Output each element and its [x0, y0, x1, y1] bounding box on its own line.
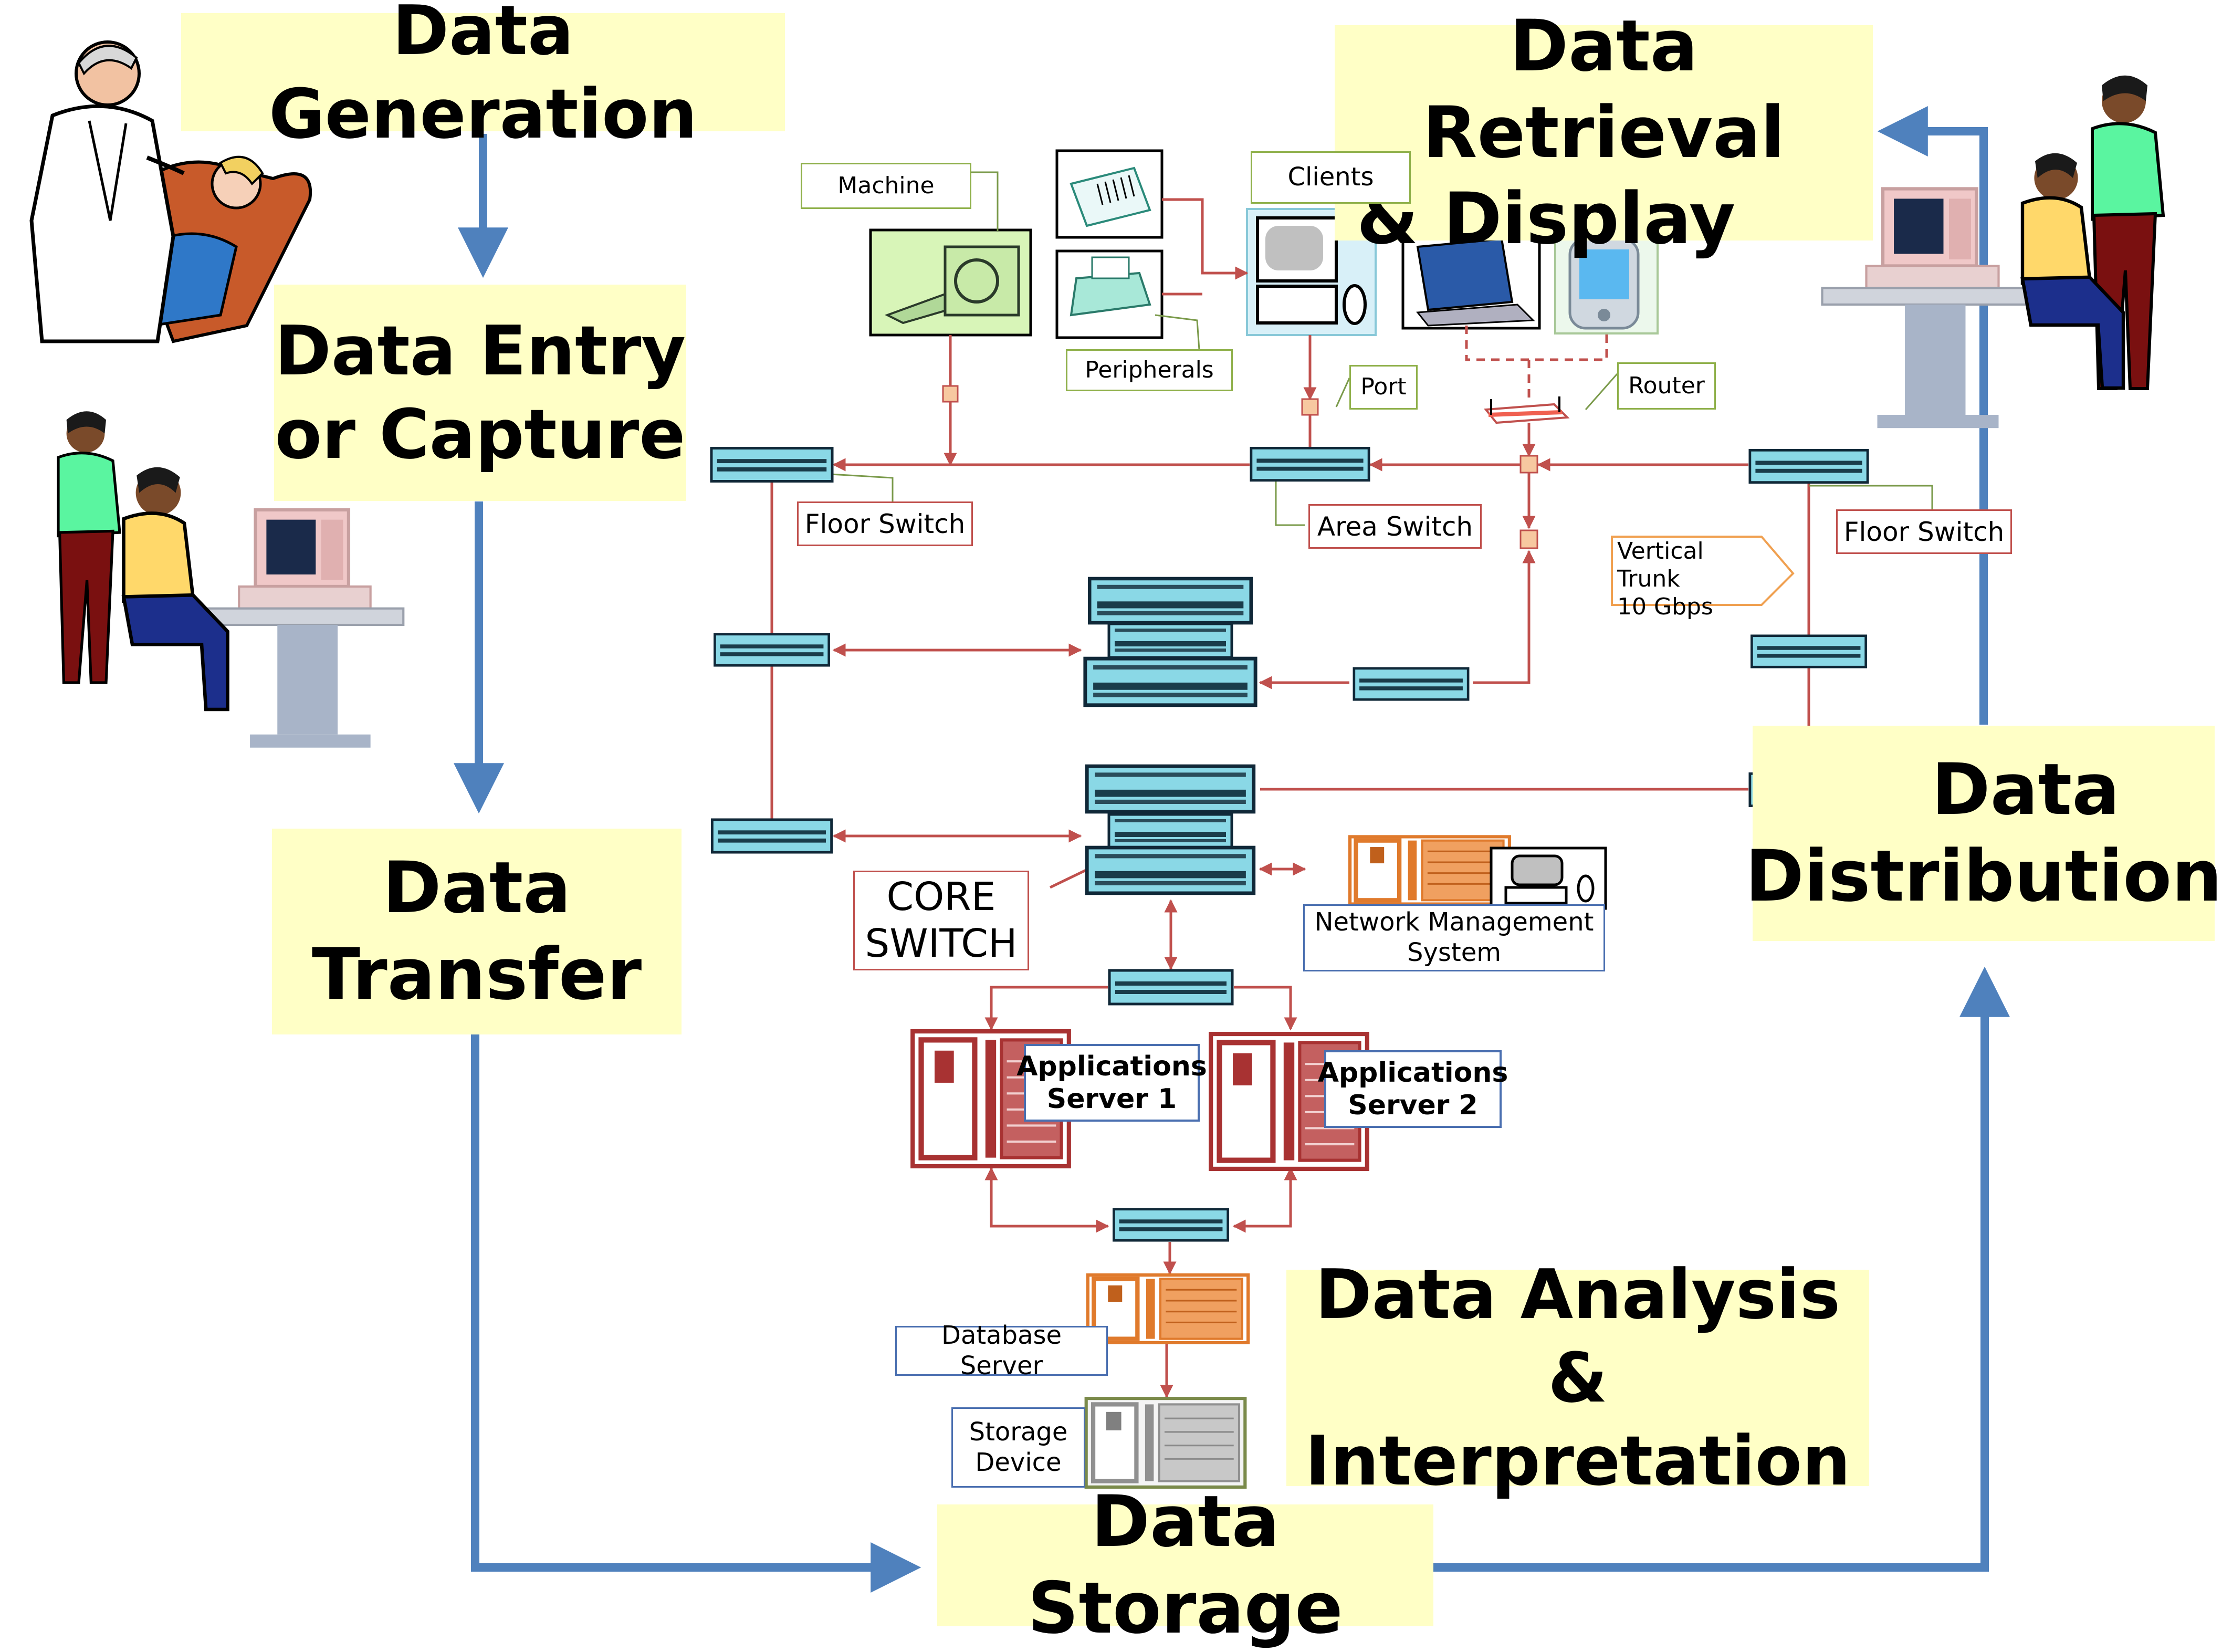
router-icon — [1484, 396, 1570, 424]
vertical-trunk-tag — [1611, 536, 1795, 606]
nms-monitor-icon — [1490, 846, 1607, 910]
label-router-text: Router — [1628, 372, 1705, 399]
floor-switch-left-bottom — [712, 820, 831, 852]
building-switch — [1354, 668, 1468, 699]
label-peripherals: Peripherals — [1066, 349, 1233, 391]
label-vertical-trunk-line2: 10 Gbps — [1617, 593, 1713, 620]
stage-data-storage: Data Storage — [937, 1480, 1433, 1649]
label-core-switch-line1: CORE — [886, 874, 996, 920]
server-switch-top — [1109, 970, 1232, 1004]
label-network-management: Network Management System — [1303, 904, 1605, 971]
storage-device-icon — [1086, 1398, 1245, 1487]
floor-switch-right-mid — [1752, 636, 1865, 667]
stage-data-generation: Data Generation — [181, 0, 785, 154]
label-peripherals-text: Peripherals — [1085, 356, 1214, 383]
scanner-machine-icon — [869, 228, 1032, 337]
pda-icon — [1554, 230, 1659, 334]
label-core-switch-line2: SWITCH — [865, 921, 1018, 966]
stage-data-analysis: Data Analysis & Interpretation — [1286, 1254, 1869, 1501]
database-server-icon — [1088, 1275, 1248, 1343]
stack-switch-1 — [1089, 579, 1251, 623]
right-user-clipart — [1822, 76, 2164, 428]
label-port-text: Port — [1360, 373, 1407, 401]
label-port: Port — [1349, 365, 1418, 410]
label-machine: Machine — [801, 163, 971, 209]
label-floor-switch-right-text: Floor Switch — [1843, 516, 2005, 547]
label-app-server-1: Applications Server 1 — [1016, 1044, 1207, 1122]
desktop-client-icon — [1246, 208, 1377, 336]
laptop-icon — [1401, 232, 1541, 330]
stage-data-storage-label: Data Storage — [1028, 1480, 1343, 1649]
barcode-reader-icon — [1055, 149, 1164, 239]
floor-switch-right-top — [1750, 450, 1868, 482]
nms-server-icon — [1350, 837, 1510, 904]
stage-data-generation-label: Data Generation — [269, 0, 697, 154]
printer-icon — [1055, 249, 1164, 339]
label-app-server-1-line2: Server 1 — [1046, 1083, 1177, 1115]
stage-data-retrieval-line2: & Display — [1356, 177, 1736, 260]
stage-data-entry-line1: Data Entry — [274, 311, 686, 391]
label-machine-text: Machine — [837, 172, 935, 199]
network-links — [770, 198, 1810, 1398]
label-core-switch: CORE SWITCH — [853, 871, 1029, 970]
label-storage-device-line1: Storage — [969, 1417, 1068, 1447]
floor-switch-left-mid — [715, 634, 829, 665]
label-floor-switch-left-text: Floor Switch — [804, 508, 966, 539]
core-switch-1 — [1087, 766, 1254, 812]
stack-switch-3 — [1085, 658, 1255, 705]
stage-data-analysis-line2: Interpretation — [1305, 1421, 1851, 1501]
label-database-server-text: Database Server — [941, 1320, 1062, 1381]
stage-data-distribution-line2: Distribution — [1745, 835, 2222, 917]
label-vertical-trunk-line1: Vertical Trunk — [1617, 538, 1704, 592]
label-nms-line2: System — [1407, 938, 1501, 967]
label-area-switch-text: Area Switch — [1317, 511, 1473, 542]
core-switch-3 — [1087, 848, 1254, 893]
label-storage-device: Storage Device — [951, 1407, 1085, 1488]
callout-connectors — [803, 171, 1933, 526]
stage-data-retrieval-line1: Data Retrieval — [1422, 4, 1785, 174]
label-floor-switch-left: Floor Switch — [797, 501, 973, 546]
floor-switch-left-top — [711, 448, 832, 482]
label-router: Router — [1617, 362, 1716, 410]
stage-data-entry: Data Entry or Capture — [274, 285, 686, 501]
stage-data-distribution-line1: Data — [1931, 748, 2120, 831]
label-clients: Clients — [1251, 151, 1411, 204]
label-area-switch: Area Switch — [1308, 504, 1482, 549]
server-switch-bottom — [1114, 1209, 1228, 1240]
stage-data-transfer-line1: Data — [382, 846, 571, 929]
label-nms-line1: Network Management — [1314, 907, 1594, 937]
stage-data-retrieval: Data Retrieval & Display — [1335, 5, 1873, 260]
stage-data-distribution: Data Distribution — [1745, 726, 2222, 941]
label-app-server-2-line1: Applications — [1317, 1057, 1508, 1089]
stage-data-entry-line2: or Capture — [275, 394, 686, 474]
label-app-server-2-line2: Server 2 — [1348, 1090, 1478, 1121]
stage-data-analysis-line1: Data Analysis & — [1315, 1254, 1841, 1418]
label-floor-switch-right: Floor Switch — [1836, 509, 2012, 554]
stage-data-transfer-line2: Transfer — [311, 933, 642, 1016]
label-app-server-1-line1: Applications — [1016, 1050, 1207, 1082]
label-clients-text: Clients — [1287, 162, 1374, 192]
label-database-server: Database Server — [895, 1321, 1108, 1381]
label-storage-device-line2: Device — [975, 1447, 1062, 1477]
core-switch-2 — [1109, 814, 1232, 848]
area-switch-device — [1251, 448, 1369, 480]
stack-switch-2 — [1109, 624, 1232, 657]
label-app-server-2: Applications Server 2 — [1318, 1050, 1508, 1128]
label-vertical-trunk: Vertical Trunk 10 Gbps — [1613, 538, 1770, 620]
stage-data-transfer: Data Transfer — [272, 829, 682, 1034]
port-connectors — [942, 385, 1538, 549]
dentist-clipart — [29, 40, 312, 343]
